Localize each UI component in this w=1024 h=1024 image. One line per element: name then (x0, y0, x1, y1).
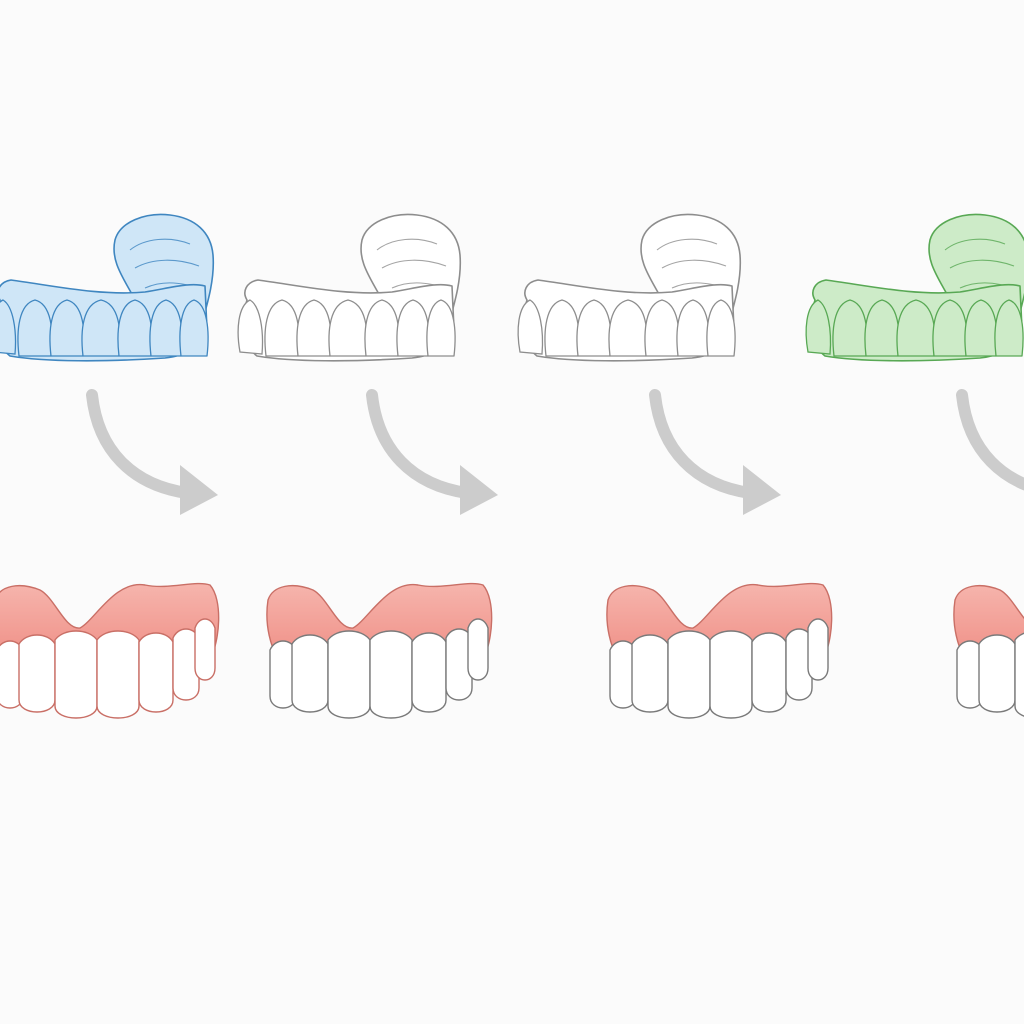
tooth (138, 632, 174, 713)
aligner-tooth-shell (237, 299, 264, 355)
tooth (807, 618, 829, 681)
tooth (709, 630, 753, 719)
progression-arrow (956, 389, 1024, 491)
tooth (411, 632, 447, 713)
tooth (445, 628, 473, 701)
arrow-shaft (366, 389, 473, 499)
arrow-head (460, 465, 498, 515)
dental-arch (0, 582, 220, 719)
teeth-row (0, 582, 1024, 719)
aligner-tooth-shell (179, 299, 209, 357)
aligner-tooth-shell (0, 299, 17, 355)
aligner-green (805, 213, 1024, 362)
tooth (751, 632, 787, 713)
aligner-blue (0, 213, 215, 362)
tooth (18, 634, 56, 713)
arrow-shaft (649, 389, 756, 499)
progression-arrow (649, 389, 781, 515)
dental-arch (606, 582, 833, 719)
tooth (172, 628, 200, 701)
aligner-row (0, 213, 1024, 362)
tooth (291, 634, 329, 713)
aligner-clear (237, 213, 462, 362)
tooth (54, 630, 98, 719)
dental-arch (953, 584, 1024, 717)
aligner-clear (517, 213, 742, 362)
progression-arrow (86, 389, 218, 515)
arrow-head (743, 465, 781, 515)
tooth (194, 618, 216, 681)
dental-arch (266, 582, 493, 719)
arrow-row (86, 389, 1024, 515)
aligner-tooth-shell (517, 299, 544, 355)
tooth (785, 628, 813, 701)
tooth (467, 618, 489, 681)
aligner-tooth-shell (994, 299, 1024, 357)
aligner-tooth-shell (706, 299, 736, 357)
tooth (369, 630, 413, 719)
progression-arrow (366, 389, 498, 515)
arrow-shaft (956, 389, 1024, 491)
aligner-tooth-shell (426, 299, 456, 357)
tooth (327, 630, 371, 719)
tooth (978, 634, 1016, 713)
arrow-shaft (86, 389, 193, 499)
tooth (631, 634, 669, 713)
arrow-head (180, 465, 218, 515)
aligner-tooth-shell (805, 299, 832, 355)
tooth (1014, 632, 1024, 717)
tooth (667, 630, 711, 719)
tooth (96, 630, 140, 719)
